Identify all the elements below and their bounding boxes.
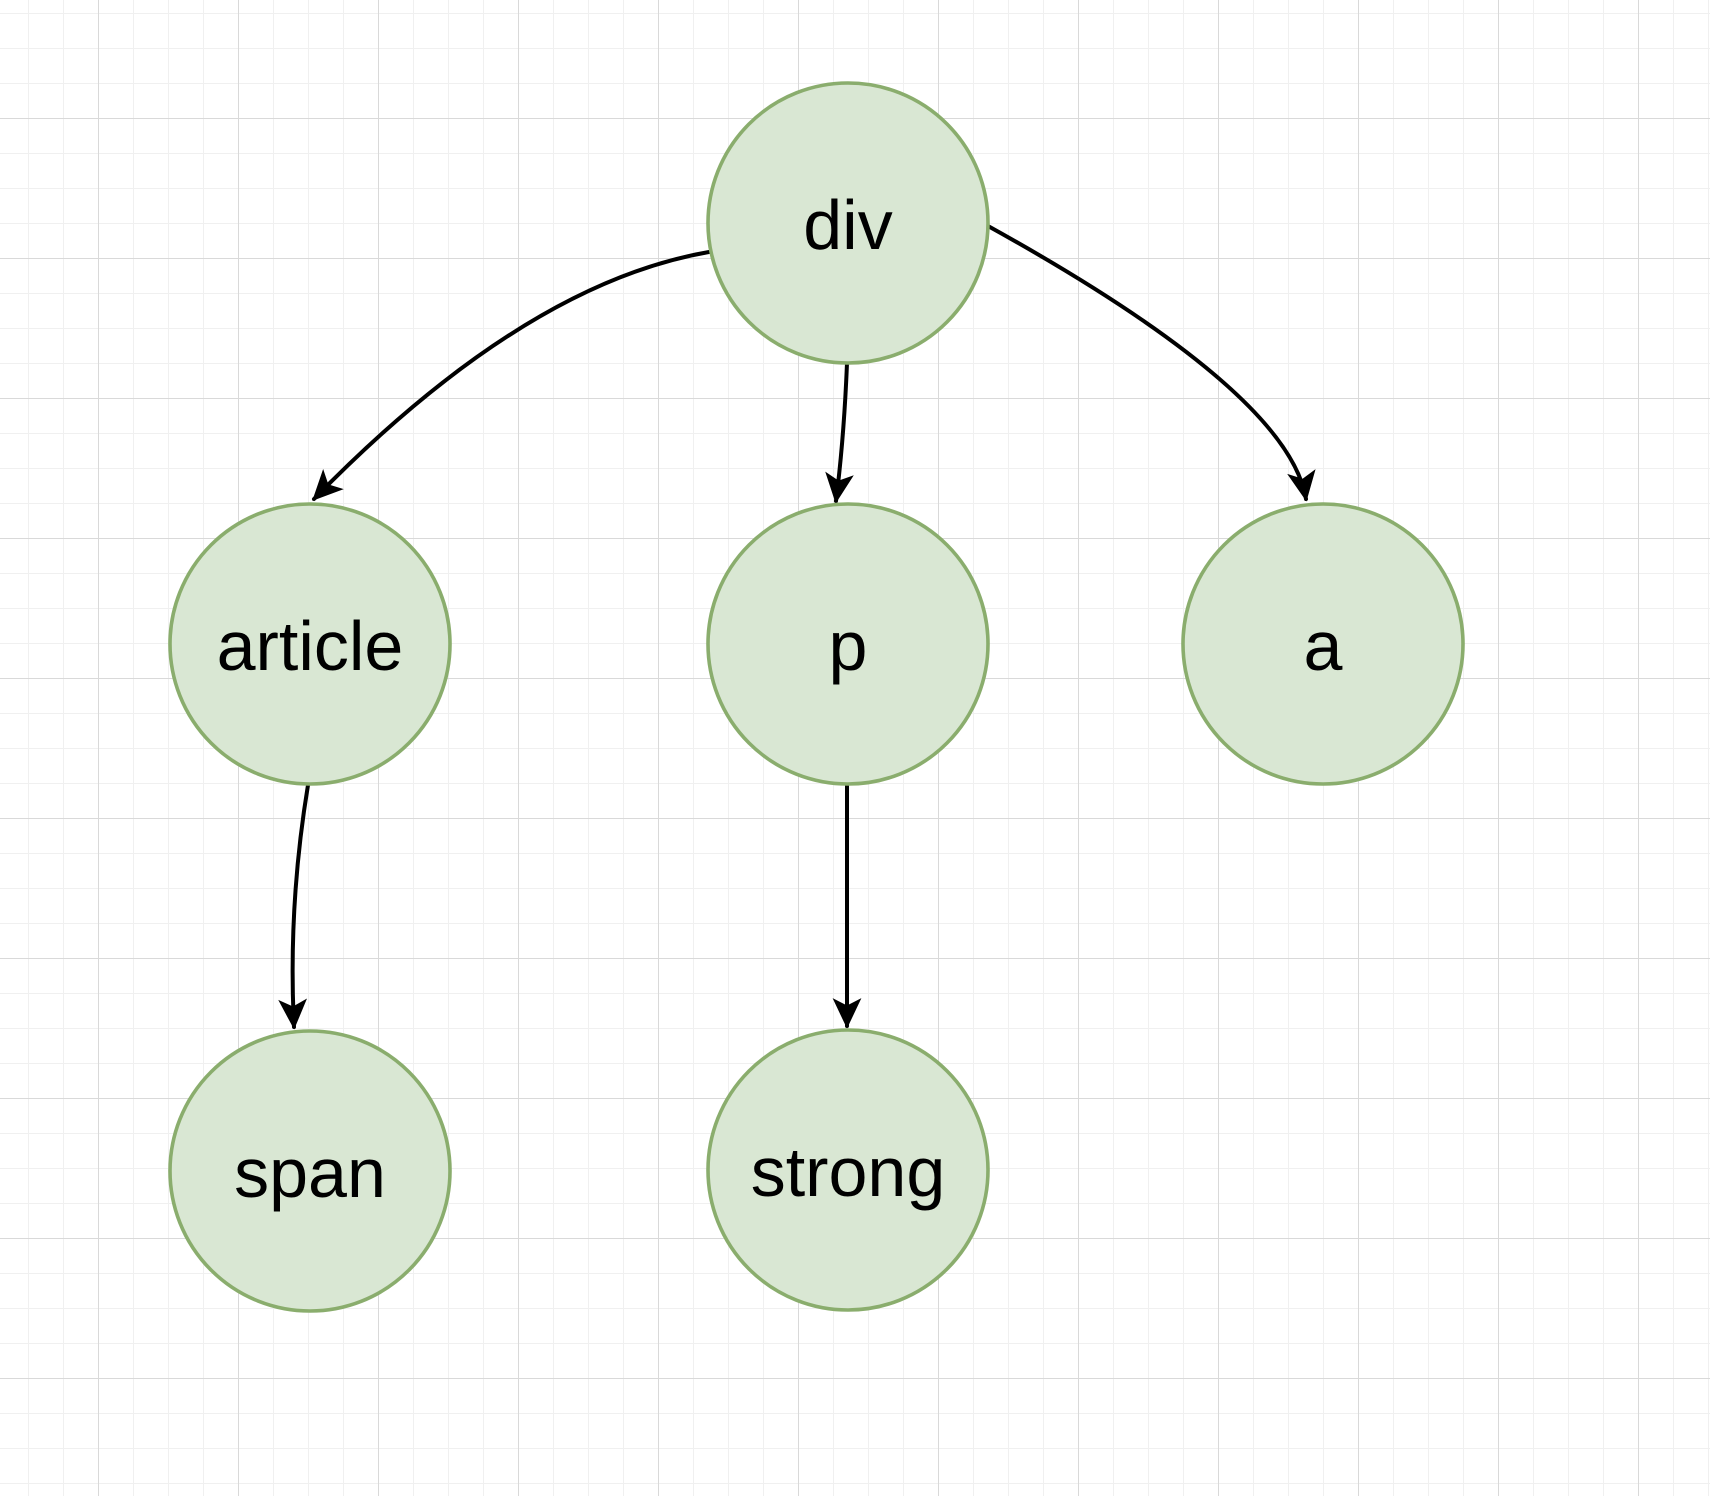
node-div-circle[interactable] [706,81,990,365]
node-div[interactable]: div [706,81,990,365]
edge-div-article[interactable] [312,250,711,501]
node-article[interactable]: article [168,502,452,786]
node-p-label: p [829,607,868,685]
node-p-circle[interactable] [706,502,990,786]
node-a-circle[interactable] [1181,502,1465,786]
node-strong[interactable]: strong [706,1028,990,1312]
node-span[interactable]: span [168,1029,452,1313]
edge-div-p[interactable] [825,361,854,504]
node-a[interactable]: a [1181,502,1465,786]
node-span-circle[interactable] [168,1029,452,1313]
node-p[interactable]: p [706,502,990,786]
node-span-label: span [234,1134,386,1212]
edge-div-a[interactable] [986,224,1316,502]
node-div-label: div [803,186,892,264]
edge-article-span[interactable] [278,783,310,1030]
node-strong-circle[interactable] [706,1028,990,1312]
node-article-label: article [217,607,404,685]
node-strong-label: strong [751,1133,946,1211]
node-article-circle[interactable] [168,502,452,786]
node-a-label: a [1304,607,1343,685]
